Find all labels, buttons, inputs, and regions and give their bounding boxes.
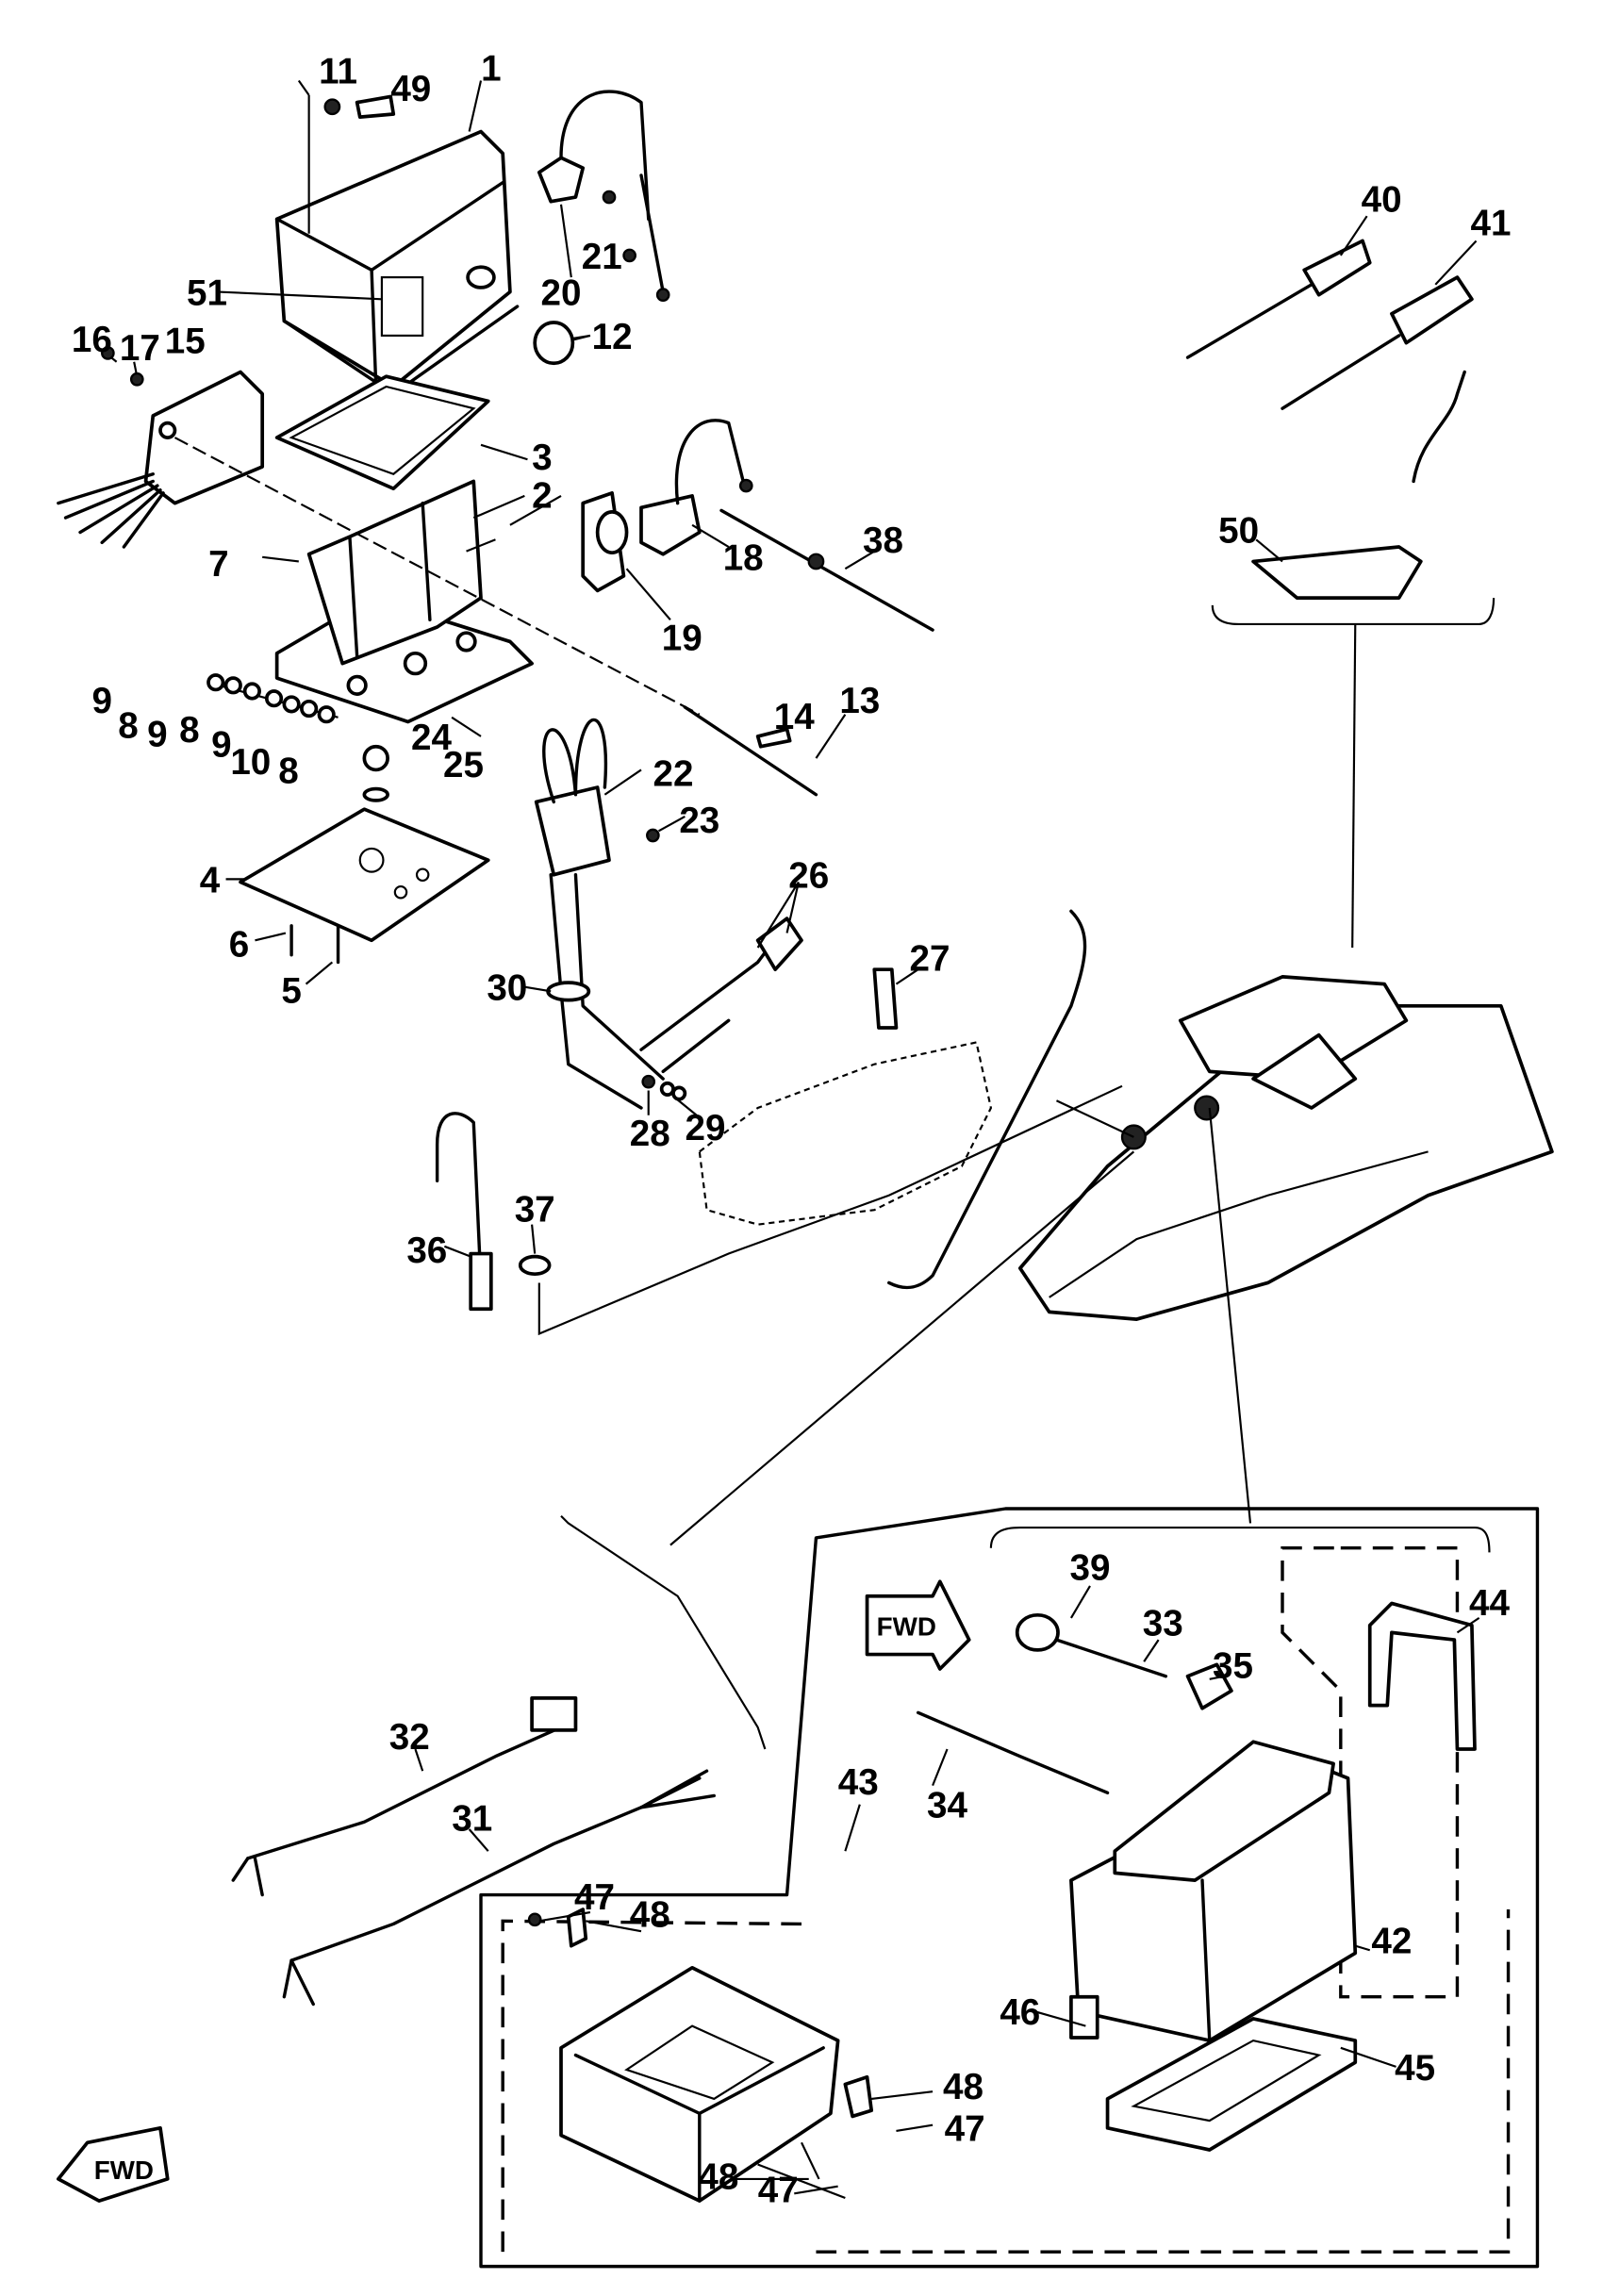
part-washer-25 bbox=[362, 786, 389, 802]
callout-8-b: 8 bbox=[179, 710, 199, 751]
part-cover-50 bbox=[1251, 545, 1423, 600]
fwd-arrow-lower: FWD bbox=[56, 2125, 170, 2203]
part-harness-31-32 bbox=[231, 1696, 716, 2007]
part-plate-4 bbox=[239, 807, 490, 943]
part-fuse-holder-39 bbox=[1015, 1612, 1060, 1652]
callout-18: 18 bbox=[723, 538, 764, 579]
part-fuse-35 bbox=[1185, 1662, 1233, 1710]
callout-38: 38 bbox=[863, 520, 903, 561]
fwd-arrow-upper: FWD bbox=[865, 1579, 971, 1671]
callout-31: 31 bbox=[452, 1799, 492, 1840]
callout-51: 51 bbox=[187, 273, 227, 313]
callout-48-b: 48 bbox=[943, 2067, 983, 2107]
part-ignition-coil-22 bbox=[534, 718, 665, 1110]
callout-8: 8 bbox=[118, 705, 138, 746]
callout-21: 21 bbox=[582, 237, 622, 277]
callout-8-c: 8 bbox=[278, 751, 298, 791]
part-washers bbox=[207, 673, 336, 724]
callout-27: 27 bbox=[910, 939, 950, 980]
callout-17: 17 bbox=[120, 328, 160, 369]
callout-4: 4 bbox=[200, 860, 221, 900]
callout-48: 48 bbox=[630, 1895, 670, 1936]
callout-42: 42 bbox=[1371, 1921, 1412, 1961]
callout-43: 43 bbox=[838, 1762, 879, 1803]
part-electrical-box-cover bbox=[274, 129, 520, 396]
callout-47-b: 47 bbox=[945, 2109, 985, 2150]
part-battery-box bbox=[559, 1965, 840, 2203]
part-grommet-24 bbox=[362, 744, 389, 772]
callout-10: 10 bbox=[230, 742, 271, 783]
callout-7: 7 bbox=[208, 544, 228, 585]
fwd-label: FWD bbox=[877, 1611, 936, 1641]
callout-labels: 1 2 3 4 5 6 7 8 9 10 11 12 13 14 15 16 1… bbox=[72, 48, 1512, 2210]
engine-outline bbox=[698, 1041, 993, 1226]
part-gasket-3 bbox=[274, 374, 490, 491]
callout-49: 49 bbox=[390, 69, 431, 109]
fwd-label-2: FWD bbox=[94, 2156, 154, 2185]
callout-37: 37 bbox=[515, 1190, 555, 1231]
callout-36: 36 bbox=[406, 1231, 447, 1271]
callout-13: 13 bbox=[839, 681, 880, 721]
callout-20: 20 bbox=[541, 273, 582, 313]
callout-29: 29 bbox=[686, 1108, 726, 1148]
part-bolt-49 bbox=[297, 79, 396, 234]
callout-28: 28 bbox=[630, 1114, 670, 1154]
callout-44: 44 bbox=[1469, 1583, 1510, 1624]
callout-26: 26 bbox=[788, 856, 829, 897]
callout-41: 41 bbox=[1471, 203, 1512, 243]
callout-48-c: 48 bbox=[698, 2157, 738, 2198]
part-cap-12 bbox=[533, 321, 575, 366]
callout-35: 35 bbox=[1213, 1645, 1253, 1686]
callout-39: 39 bbox=[1070, 1548, 1111, 1589]
callout-15: 15 bbox=[165, 321, 206, 361]
callout-50: 50 bbox=[1218, 510, 1259, 551]
part-clamp-37 bbox=[518, 1254, 552, 1277]
callout-47-c: 47 bbox=[758, 2171, 799, 2211]
part-screws-5-6 bbox=[289, 924, 340, 965]
callout-9-c: 9 bbox=[211, 725, 231, 766]
part-plug-cap-26 bbox=[639, 931, 782, 1074]
callout-9: 9 bbox=[91, 681, 111, 721]
callout-12: 12 bbox=[592, 317, 633, 357]
callout-34: 34 bbox=[927, 1786, 967, 1826]
callout-5: 5 bbox=[281, 971, 301, 1012]
part-sensor-36 bbox=[435, 1112, 483, 1285]
part-battery-42 bbox=[1069, 1740, 1358, 2042]
part-box-15 bbox=[57, 346, 265, 549]
part-relay-18-19 bbox=[581, 419, 753, 593]
callout-11: 11 bbox=[319, 52, 357, 92]
callout-9-b: 9 bbox=[147, 715, 167, 755]
callout-40: 40 bbox=[1362, 180, 1402, 221]
part-pad-46 bbox=[1069, 1994, 1099, 2040]
part-cable-38 bbox=[719, 508, 934, 632]
part-mat-45 bbox=[1105, 2017, 1358, 2152]
part-rectifier-20 bbox=[537, 90, 670, 302]
callout-14: 14 bbox=[774, 697, 815, 737]
callout-25: 25 bbox=[443, 745, 484, 785]
part-base-2 bbox=[274, 479, 534, 724]
watercraft-hull bbox=[1017, 975, 1554, 1321]
part-spark-plug-27 bbox=[872, 967, 899, 1030]
callout-22: 22 bbox=[653, 753, 694, 794]
callout-24: 24 bbox=[411, 718, 452, 758]
callout-47: 47 bbox=[574, 1877, 615, 1918]
callout-16: 16 bbox=[72, 320, 112, 360]
part-cable-13 bbox=[683, 705, 818, 797]
callout-46: 46 bbox=[1000, 1992, 1040, 2033]
callout-1: 1 bbox=[481, 48, 501, 89]
callout-23: 23 bbox=[679, 801, 719, 841]
callout-33: 33 bbox=[1143, 1603, 1183, 1644]
callout-19: 19 bbox=[662, 619, 702, 659]
callout-30: 30 bbox=[487, 968, 527, 1009]
callout-45: 45 bbox=[1395, 2048, 1435, 2089]
callout-2: 2 bbox=[532, 475, 552, 516]
part-switches-40-41 bbox=[1185, 239, 1474, 484]
callout-3: 3 bbox=[532, 438, 552, 478]
part-lead-34 bbox=[916, 1710, 1110, 1795]
callout-6: 6 bbox=[229, 924, 249, 965]
part-band-44 bbox=[1367, 1601, 1477, 1751]
callout-32: 32 bbox=[389, 1717, 430, 1758]
